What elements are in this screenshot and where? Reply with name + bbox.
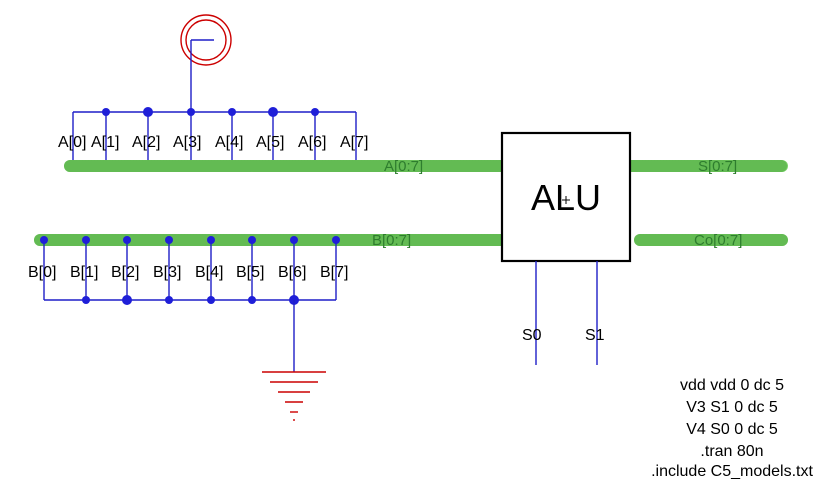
alu-block[interactable]: ALU [500,131,632,263]
b-tie-wires [40,236,340,305]
select-pin-s1-label: S1 [585,327,605,344]
bit-label-a5: A[5] [256,134,284,151]
bit-label-a6: A[6] [298,134,326,151]
spice-line-include: .include C5_models.txt [651,463,813,480]
bit-label-b6: B[6] [278,264,306,281]
bit-label-a3: A[3] [173,134,201,151]
bus-a[interactable]: A[0:7] [64,158,508,175]
vdd-source-icon[interactable] [180,14,232,112]
bus-s[interactable]: S[0:7] [624,158,788,175]
bit-label-a7: A[7] [340,134,368,151]
bit-label-b3: B[3] [153,264,181,281]
spice-line-tran: .tran 80n [700,443,763,460]
bit-label-b7: B[7] [320,264,348,281]
bit-label-b5: B[5] [236,264,264,281]
spice-directives[interactable]: vdd vdd 0 dc 5 V3 S1 0 dc 5 V4 S0 0 dc 5… [651,377,813,480]
bit-label-a2: A[2] [132,134,160,151]
bit-label-b2: B[2] [111,264,139,281]
spice-line-v3: V3 S1 0 dc 5 [686,399,778,416]
bus-s-label: S[0:7] [698,158,737,175]
select-pin-s0-label: S0 [522,327,542,344]
ground-icon[interactable] [262,300,326,421]
bus-a-bit-labels: A[0] A[1] A[2] A[3] A[4] A[5] A[6] A[7] [58,134,368,151]
bus-b-bit-labels: B[0] B[1] B[2] B[3] B[4] B[5] B[6] B[7] [28,264,348,281]
bit-label-b0: B[0] [28,264,56,281]
select-pin-s1[interactable]: S1 [585,261,605,365]
bit-label-a1: A[1] [91,134,119,151]
bit-label-a4: A[4] [215,134,243,151]
bit-label-a0: A[0] [58,134,86,151]
bit-label-b4: B[4] [195,264,223,281]
bus-co[interactable]: Co[0:7] [634,232,788,249]
bus-b[interactable]: B[0:7] [34,232,508,249]
select-pin-s0[interactable]: S0 [522,261,542,365]
spice-line-v4: V4 S0 0 dc 5 [686,421,778,438]
bus-co-label: Co[0:7] [694,232,742,249]
spice-line-vdd: vdd vdd 0 dc 5 [680,377,784,394]
bus-b-label: B[0:7] [372,232,411,249]
bus-a-label: A[0:7] [384,158,423,175]
bit-label-b1: B[1] [70,264,98,281]
